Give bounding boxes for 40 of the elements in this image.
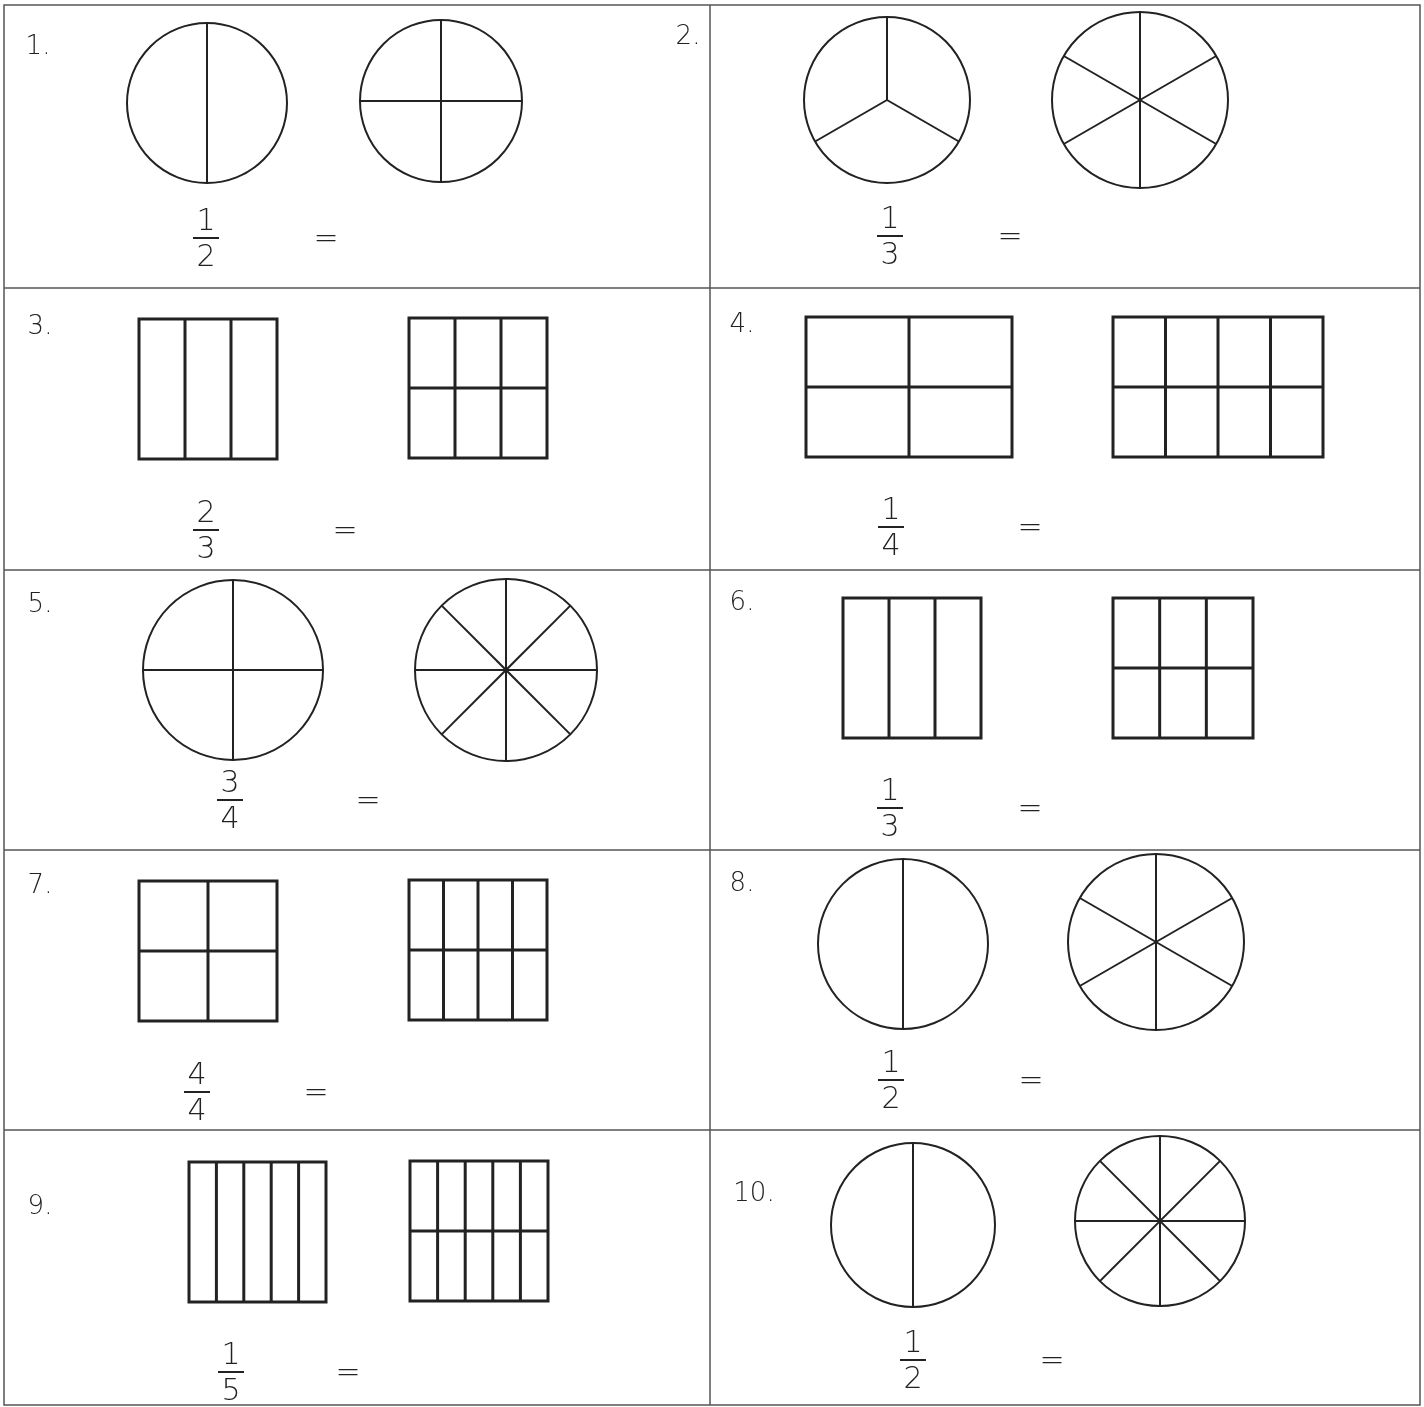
denominator: 5: [221, 1375, 241, 1405]
problem-number: 3.: [27, 312, 53, 338]
equals-sign: =: [1018, 1065, 1044, 1095]
denominator: 4: [220, 803, 240, 833]
numerator: 1: [881, 1047, 901, 1077]
problem-number: 4.: [729, 310, 755, 336]
numerator: 1: [221, 1339, 241, 1369]
equals-sign: =: [1039, 1345, 1065, 1375]
numerator: 2: [196, 497, 216, 527]
problem-number: 5.: [27, 590, 53, 616]
numerator: 3: [220, 767, 240, 797]
problem-number: 6.: [729, 588, 755, 614]
equals-sign: =: [332, 515, 358, 545]
problem-number: 8.: [729, 869, 755, 895]
denominator: 4: [881, 530, 901, 560]
equals-sign: =: [997, 221, 1023, 251]
equals-sign: =: [313, 223, 339, 253]
denominator: 2: [881, 1083, 901, 1113]
numerator: 1: [196, 205, 216, 235]
equals-sign: =: [1017, 512, 1043, 542]
equals-sign: =: [355, 785, 381, 815]
equals-sign: =: [1017, 793, 1043, 823]
numerator: 4: [187, 1059, 207, 1089]
denominator: 2: [903, 1363, 923, 1393]
denominator: 4: [187, 1095, 207, 1125]
equals-sign: =: [303, 1077, 329, 1107]
equals-sign: =: [335, 1357, 361, 1387]
denominator: 2: [196, 241, 216, 271]
denominator: 3: [196, 533, 216, 563]
problem-number: 1.: [25, 32, 51, 58]
problem-number: 10.: [733, 1179, 775, 1205]
denominator: 3: [880, 811, 900, 841]
denominator: 3: [880, 239, 900, 269]
numerator: 1: [880, 775, 900, 805]
problem-number: 9.: [27, 1192, 53, 1218]
numerator: 1: [880, 203, 900, 233]
problem-number: 7.: [27, 871, 53, 897]
numerator: 1: [903, 1327, 923, 1357]
problem-number: 2.: [675, 22, 701, 48]
numerator: 1: [881, 494, 901, 524]
